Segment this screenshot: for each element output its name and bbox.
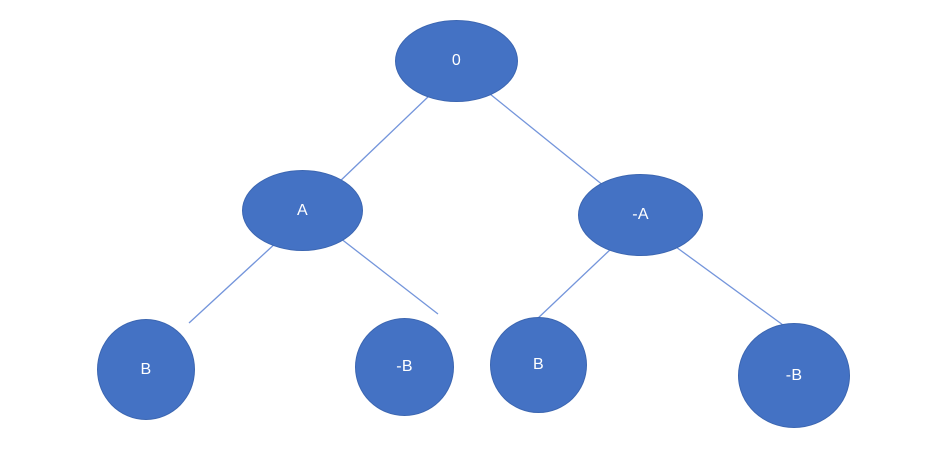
tree-node-root: 0 bbox=[395, 20, 518, 102]
connector-neg-a-to-neg-b-right bbox=[675, 246, 784, 326]
tree-node-label: A bbox=[297, 201, 308, 219]
tree-node-label: 0 bbox=[451, 52, 462, 69]
tree-node-label: B bbox=[140, 360, 152, 378]
tree-node-label: -A bbox=[632, 206, 649, 223]
tree-node-label: B bbox=[533, 356, 544, 373]
connector-a-to-b-left bbox=[188, 240, 279, 324]
tree-node-label: -B bbox=[785, 366, 803, 384]
tree-node-b-right: B bbox=[490, 317, 587, 413]
connector-root-to-neg-a bbox=[489, 93, 605, 187]
tree-node-neg-b-right: -B bbox=[738, 323, 850, 428]
connector-neg-a-to-b-right bbox=[535, 246, 614, 321]
connector-root-to-a bbox=[335, 94, 431, 186]
tree-node-a: A bbox=[242, 170, 363, 251]
connector-a-to-neg-b-left bbox=[339, 237, 439, 315]
tree-node-label: -B bbox=[396, 358, 413, 375]
tree-node-neg-a: -A bbox=[578, 174, 703, 256]
tree-node-neg-b-left: -B bbox=[355, 318, 454, 416]
tree-node-b-left: B bbox=[97, 319, 195, 420]
